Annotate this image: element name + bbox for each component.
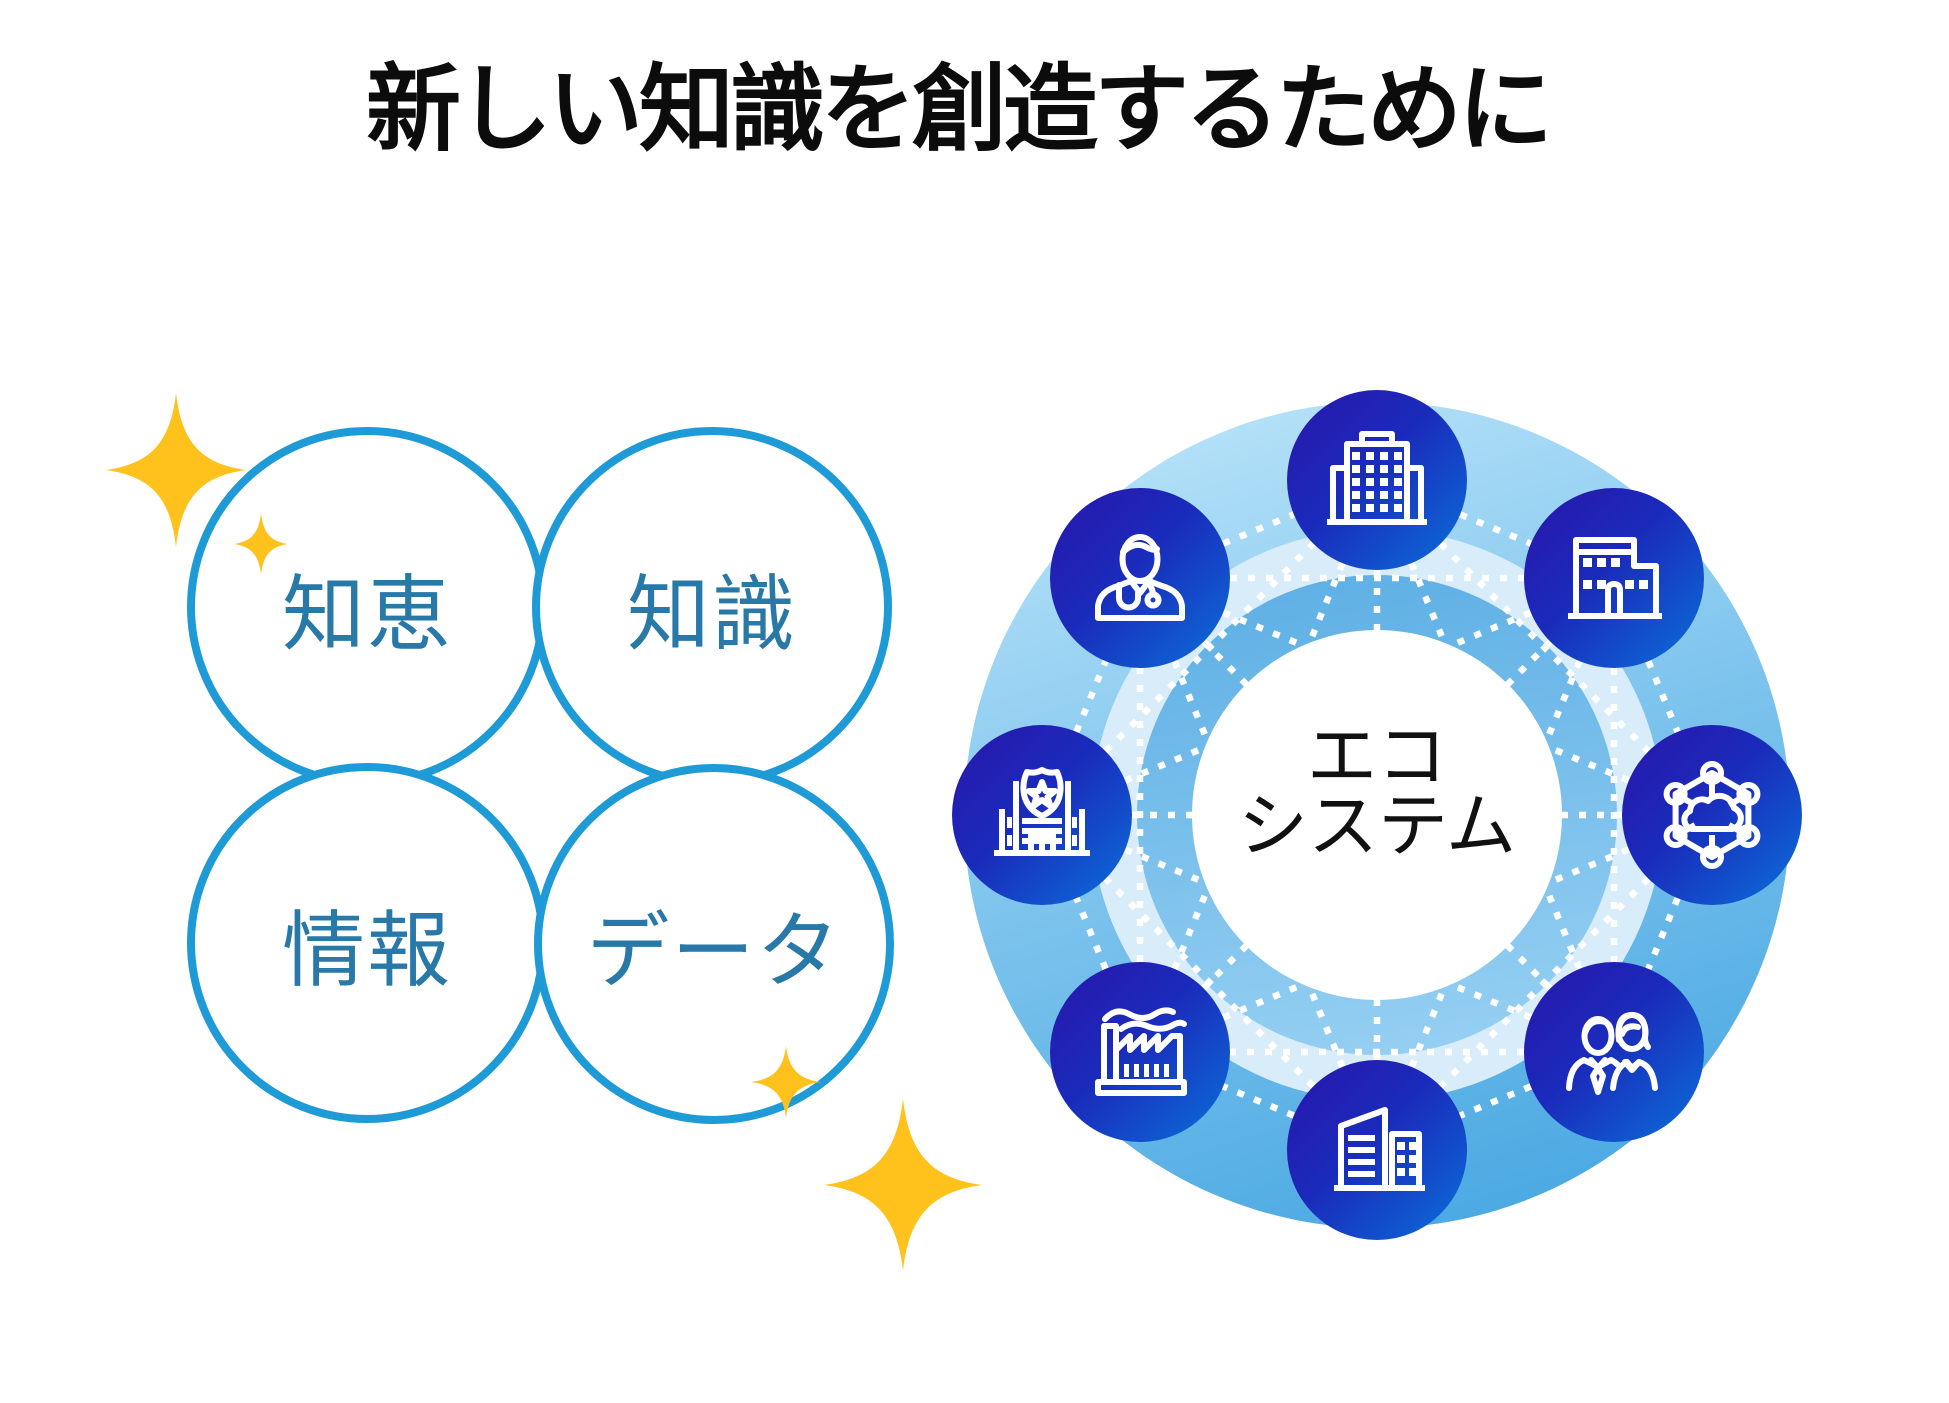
business-people-icon: [1566, 1012, 1658, 1095]
doctor-icon: [1095, 534, 1185, 621]
factory-icon: [1095, 1007, 1187, 1096]
circle-information: 情報: [187, 763, 547, 1123]
circle-data-label: データ: [586, 905, 842, 998]
node-doctor: [1050, 488, 1230, 668]
ecosystem-center-label-line2: システム: [1238, 787, 1516, 865]
page-title: 新しい知識を創造するために: [365, 57, 1553, 163]
circle-data: データ: [534, 764, 894, 1124]
center-disc: [1192, 630, 1562, 1000]
sparkle-icon: [234, 513, 288, 575]
sparkle-icon: [751, 1046, 821, 1118]
circle-information-label: 情報: [282, 904, 452, 997]
node-city-buildings: [1287, 1060, 1467, 1240]
node-business-people: [1524, 962, 1704, 1142]
circle-knowledge: 知識: [532, 427, 892, 787]
public-building-icon: [1568, 537, 1662, 619]
sparkle-icon: [106, 393, 246, 547]
police-station-icon: [994, 767, 1090, 856]
node-police-station: [952, 725, 1132, 905]
ecosystem-center-label-line1: エコ: [1307, 717, 1447, 795]
cloud-network-icon: [1663, 761, 1761, 869]
ecosystem-diagram: エコ システム: [952, 390, 1802, 1240]
circle-knowledge-label: 知識: [627, 568, 797, 661]
node-office-building: [1287, 390, 1467, 570]
circle-wisdom: 知恵: [187, 427, 547, 787]
sparkle-icon: [824, 1099, 982, 1271]
node-cloud-network: [1622, 725, 1802, 905]
node-public-building: [1524, 488, 1704, 668]
office-building-icon: [1327, 431, 1427, 525]
circle-wisdom-label: 知恵: [282, 568, 452, 661]
node-factory: [1050, 962, 1230, 1142]
city-buildings-icon: [1334, 1107, 1425, 1191]
